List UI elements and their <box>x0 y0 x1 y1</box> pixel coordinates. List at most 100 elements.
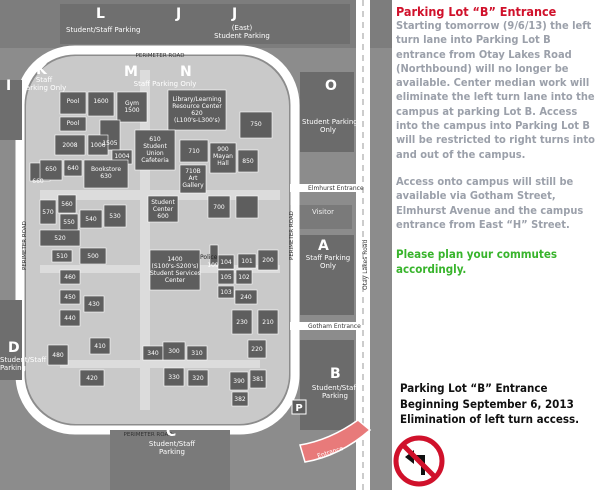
lot-i-area <box>0 80 22 140</box>
lot-a-letter: A <box>318 238 329 254</box>
lot-o-line2: Only <box>319 126 337 134</box>
b109-label: 109 <box>207 262 219 269</box>
gym-line1: Gym <box>124 100 140 107</box>
b105-label: 105 <box>220 274 232 281</box>
no-left-turn-icon <box>393 435 445 487</box>
b520-label: 520 <box>54 235 66 242</box>
police-label: Police <box>200 254 218 261</box>
road-label-perimeter-right: PERIMETER ROAD <box>289 211 295 260</box>
building-640 <box>63 159 83 177</box>
student-union-label: 610 Student Union Cafeteria <box>135 136 175 164</box>
b381-label: 381 <box>252 376 264 383</box>
bookstore-label: Bookstore 630 <box>84 166 128 180</box>
road-label-perimeter-top: PERIMETER ROAD <box>136 53 185 59</box>
lot-k-caption: Staff Parking Only <box>22 76 66 92</box>
b103-label: 103 <box>220 289 232 296</box>
student-services-line3: Student Services <box>150 270 201 277</box>
mayan-hall-line3: Hall <box>217 160 229 167</box>
b540-label: 540 <box>85 216 97 223</box>
notice-panel: Parking Lot “B” Entrance Starting tomorr… <box>396 4 602 277</box>
building-700 <box>207 195 231 219</box>
lot-k-letter: K <box>36 62 47 78</box>
student-union-line2: Student <box>143 143 167 150</box>
gym-label: Gym 1500 <box>117 100 147 114</box>
notice-title: Parking Lot “B” Entrance <box>396 4 557 19</box>
building-student-center <box>147 195 179 223</box>
lot-b-line2: Parking <box>322 392 348 400</box>
building-310 <box>186 345 208 361</box>
lot-o-caption: Student Parking Only <box>302 118 358 134</box>
b320-label: 320 <box>192 375 204 382</box>
b650-label: 650 <box>45 166 57 173</box>
lot-j-east-letter: J <box>232 6 238 22</box>
b310-label: 310 <box>191 350 203 357</box>
lot-c-line1: Student/Staff <box>148 440 196 448</box>
b200-label: 200 <box>262 257 274 264</box>
building-1006 <box>87 134 109 156</box>
b220-label: 220 <box>251 346 263 353</box>
campus-map: PERIMETER ROAD PERIMETER ROAD PERIMETER … <box>0 0 392 490</box>
student-center-line1: Student <box>151 199 175 206</box>
b510-label: 510 <box>56 253 68 260</box>
building-109 <box>209 244 219 266</box>
building-500 <box>79 247 107 265</box>
b750-label: 750 <box>250 121 262 128</box>
b420-label: 420 <box>86 375 98 382</box>
student-union-line3: Union <box>146 150 164 157</box>
b1600-label: 1600 <box>93 98 109 105</box>
building-750 <box>239 111 273 139</box>
building-450 <box>59 289 81 305</box>
building-gym <box>116 91 148 123</box>
building-pool1 <box>59 91 87 115</box>
campus-map-graphic: PERIMETER ROAD PERIMETER ROAD PERIMETER … <box>0 0 392 490</box>
b710-label: 710 <box>188 148 200 155</box>
building-381 <box>249 369 267 389</box>
library-line4: (L100's-L300's) <box>174 117 220 124</box>
student-union-line4: Cafeteria <box>141 157 169 164</box>
mayan-hall-label: 900 Mayan Hall <box>210 146 236 167</box>
building-710b <box>179 164 207 194</box>
b550-label: 550 <box>63 219 75 226</box>
b330-label: 330 <box>168 374 180 381</box>
building-850 <box>237 149 259 173</box>
building-300 <box>162 341 186 361</box>
road-label-perimeter-left: PERIMETER ROAD <box>22 221 28 270</box>
building-101 <box>237 253 257 269</box>
lot-d-area <box>0 300 22 380</box>
student-union-line1: 610 <box>149 136 161 143</box>
building-student-services <box>149 249 201 291</box>
b450-label: 450 <box>64 294 76 301</box>
lot-p-letter: P <box>295 403 302 414</box>
lot-j-east-line2: Student Parking <box>214 32 270 40</box>
pool-2-label: Pool <box>66 120 80 127</box>
lot-c-line2: Parking <box>159 448 185 456</box>
b101-label: 101 <box>241 258 253 265</box>
library-label: Library/Learning Resource Center 620 (L1… <box>168 96 226 124</box>
footer-line-3: Elimination of left turn access. <box>400 412 580 426</box>
lot-j-letter: J <box>176 6 182 22</box>
building-320 <box>187 369 209 387</box>
building-pool2 <box>59 116 87 132</box>
building-480 <box>47 344 69 366</box>
road-label-elmhurst: Elmhurst Entrance <box>308 185 364 192</box>
pool-1-label: Pool <box>66 98 80 105</box>
b2008-label: 2008 <box>62 142 78 149</box>
b1006-label: 1006 <box>90 142 106 149</box>
art-gallery-line2: Art <box>188 175 198 182</box>
building-850b <box>235 195 259 219</box>
b460-label: 460 <box>64 274 76 281</box>
student-center-line3: 600 <box>157 213 169 220</box>
building-library <box>167 89 227 131</box>
student-services-line1: 1400 <box>167 256 183 263</box>
lot-d-line1: Student/Staff <box>0 356 47 364</box>
b700-label: 700 <box>213 204 225 211</box>
b480-label: 480 <box>52 352 64 359</box>
art-gallery-line1: 710B <box>185 168 201 175</box>
student-center-line2: Center <box>152 206 174 213</box>
b500-label: 500 <box>87 253 99 260</box>
b104-label: 104 <box>220 259 232 266</box>
library-line2: Resource Center <box>172 103 222 110</box>
building-510 <box>51 249 73 263</box>
gotham-road <box>290 322 360 330</box>
building-210 <box>257 309 279 335</box>
